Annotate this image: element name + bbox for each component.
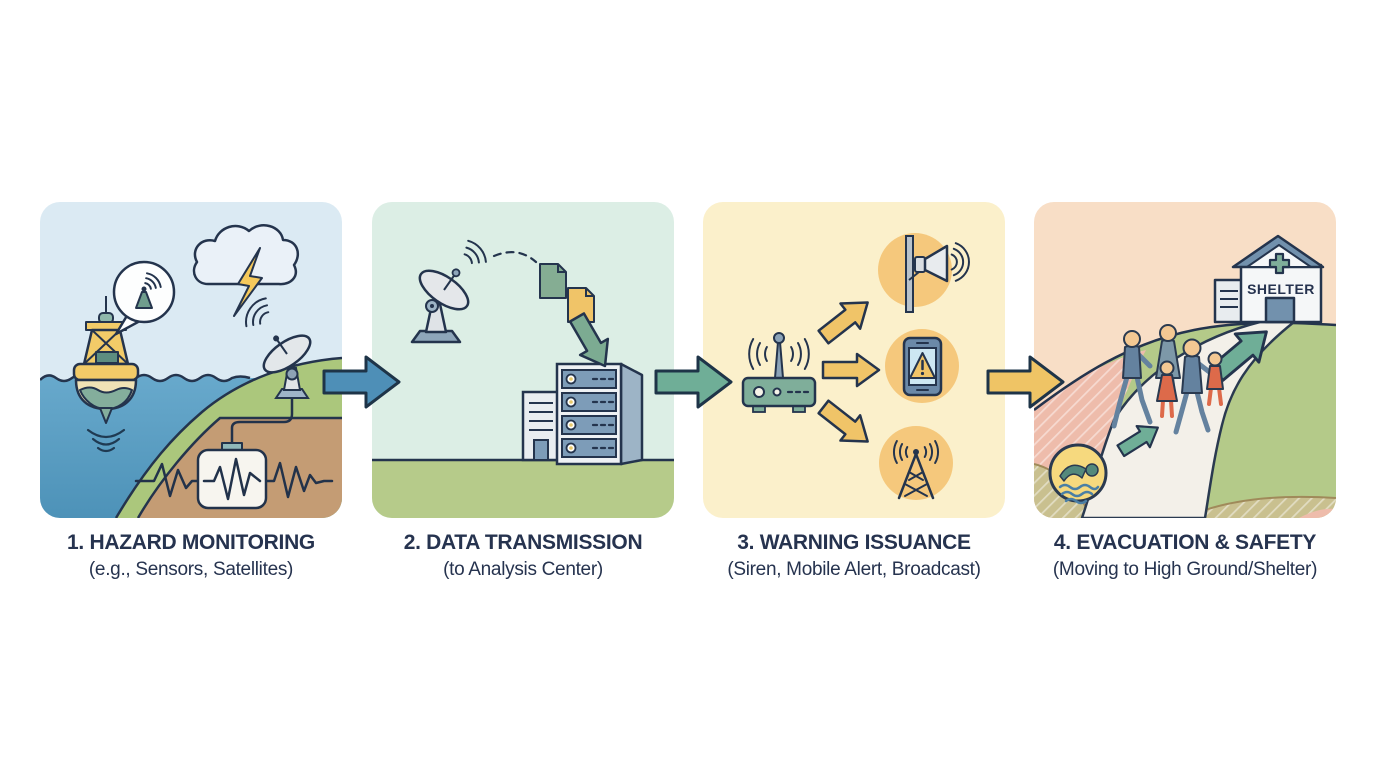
- step-connector-arrow-2: [654, 355, 733, 409]
- data-file-green-icon: [539, 263, 567, 299]
- evacuee-child: [1156, 360, 1178, 418]
- broadcast-tower-icon: [892, 440, 940, 500]
- seismograph-sensor-icon: [134, 442, 334, 510]
- step-subtitle: (e.g., Sensors, Satellites): [88, 559, 294, 581]
- lightning-bolt-icon: [233, 247, 263, 317]
- step-subtitle: (Siren, Mobile Alert, Broadcast): [727, 559, 981, 581]
- step-subtitle: (Moving to High Ground/Shelter): [1052, 559, 1318, 581]
- ground-grass: [372, 458, 674, 518]
- panel-evacuation-safety: SHELTER: [1034, 202, 1336, 518]
- step-title: 1. HAZARD MONITORING: [67, 531, 315, 554]
- siren-loudspeaker-icon: [905, 235, 970, 313]
- mobile-alert-icon: [902, 336, 943, 397]
- flood-swimmer-icon: [1048, 443, 1108, 505]
- satellite-dish-icon: [410, 239, 487, 344]
- caption-step-4: 4. EVACUATION & SAFETY (Moving to High G…: [1034, 531, 1336, 581]
- panel-data-transmission: [372, 202, 674, 518]
- analysis-building-icon: [521, 390, 561, 462]
- medical-cross-icon: [1268, 252, 1291, 275]
- signal-speech-bubble-icon: [112, 260, 176, 336]
- panel-hazard-monitoring: [40, 202, 342, 518]
- transfer-dashed-line: [492, 251, 538, 264]
- sensor-cable: [230, 399, 294, 443]
- caption-step-3: 3. WARNING ISSUANCE (Siren, Mobile Alert…: [703, 531, 1005, 581]
- step-connector-arrow-1: [322, 355, 401, 409]
- evacuee-family-icon: [1111, 324, 1224, 435]
- shelter-sign: SHELTER: [1247, 281, 1315, 297]
- evacuee-adult: [1111, 330, 1153, 429]
- satellite-dish-icon: [245, 297, 312, 399]
- buoy-icon: [72, 296, 140, 424]
- step-title: 3. WARNING ISSUANCE: [737, 531, 971, 554]
- server-rack-icon: [555, 362, 644, 466]
- storm-cloud-icon: [192, 224, 299, 286]
- server-leds: [565, 373, 577, 454]
- caption-step-1: 1. HAZARD MONITORING (e.g., Sensors, Sat…: [40, 531, 342, 581]
- panel-background: [703, 202, 1005, 518]
- caption-step-2: 2. DATA TRANSMISSION (to Analysis Center…: [372, 531, 674, 581]
- step-title: 4. EVACUATION & SAFETY: [1053, 531, 1317, 554]
- sonar-waves-icon: [86, 428, 126, 453]
- data-file-yellow-icon: [567, 287, 595, 323]
- shelter-building-icon: SHELTER: [1213, 234, 1325, 324]
- evacuee-child: [1206, 351, 1224, 406]
- panel-warning-issuance: [703, 202, 1005, 518]
- broadcast-circle: [879, 426, 953, 500]
- step-subtitle: (to Analysis Center): [443, 559, 603, 581]
- step-connector-arrow-3: [986, 355, 1065, 409]
- step-title: 2. DATA TRANSMISSION: [403, 531, 643, 554]
- radio-transmitter-icon: [741, 332, 817, 413]
